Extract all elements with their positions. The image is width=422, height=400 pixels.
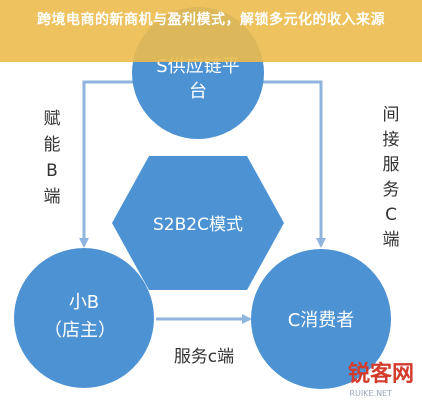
edge-label-empower-b: 赋 能 B 端 <box>44 109 61 207</box>
node-small-b-label-line2: （店主） <box>44 320 116 341</box>
node-s2b2c-label: S2B2C模式 <box>153 215 243 235</box>
node-consumer <box>251 249 391 389</box>
arrow-supply-to-consumer <box>262 80 326 248</box>
edge-label-serve-c-direct: 服务c端 <box>174 347 234 367</box>
edge-label-char: 端 <box>44 187 61 207</box>
edge-label-char: C <box>385 205 397 225</box>
edge-label-char: 接 <box>383 130 400 150</box>
node-supply-chain-label-line2: 台 <box>189 81 207 102</box>
title-banner: 跨境电商的新商机与盈利模式，解锁多元化的收入来源 <box>0 0 422 62</box>
edge-label-char: B <box>46 161 58 181</box>
edge-label-char: 间 <box>383 105 400 125</box>
banner-title: 跨境电商的新商机与盈利模式，解锁多元化的收入来源 <box>37 12 385 28</box>
arrow-supply-to-smallb <box>79 80 133 248</box>
edge-label-char: 务 <box>383 180 400 200</box>
node-small-b-label-line1: 小B <box>69 292 99 313</box>
watermark-subtext: RUIKE.NET <box>349 389 392 398</box>
node-consumer-label: C消费者 <box>288 310 355 331</box>
edge-label-char: 能 <box>44 135 61 155</box>
node-small-b <box>14 248 154 388</box>
edge-label-serve-c: 间 接 服 务 C 端 <box>383 105 400 250</box>
edge-label-char: 服 <box>383 155 400 175</box>
edge-label-char: 端 <box>383 230 400 250</box>
watermark-logo: 锐客网 <box>347 362 414 387</box>
node-s2b2c-hexagon <box>112 156 284 290</box>
edge-label-char: 赋 <box>44 109 61 129</box>
